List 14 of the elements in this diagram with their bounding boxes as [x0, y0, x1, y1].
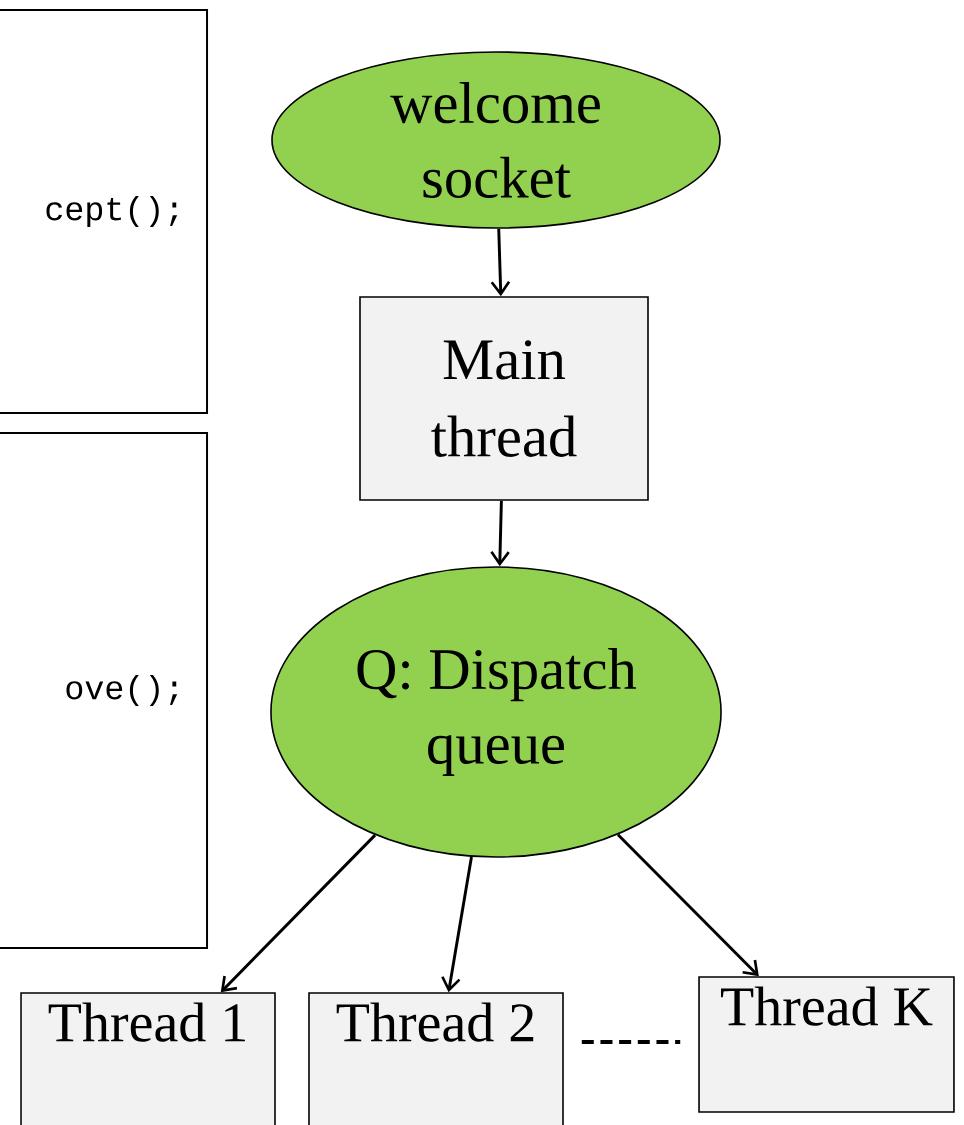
ellipse-node: welcome socket: [271, 51, 721, 229]
arrow: [441, 856, 473, 993]
dashed-line: [581, 1040, 681, 1044]
arrow: [490, 500, 510, 567]
ellipse-node: Q: Dispatch queue: [270, 566, 722, 858]
process-box: Main thread: [359, 296, 649, 501]
code-box: cept();: [0, 9, 209, 414]
arrow: [220, 834, 377, 993]
code-box: ove();: [0, 432, 209, 949]
arrow: [490, 228, 511, 297]
arrow: [617, 833, 759, 977]
thread-box: Thread K: [698, 976, 955, 1113]
thread-box: Thread 1: [20, 992, 276, 1125]
thread-box: Thread 2: [308, 992, 564, 1125]
